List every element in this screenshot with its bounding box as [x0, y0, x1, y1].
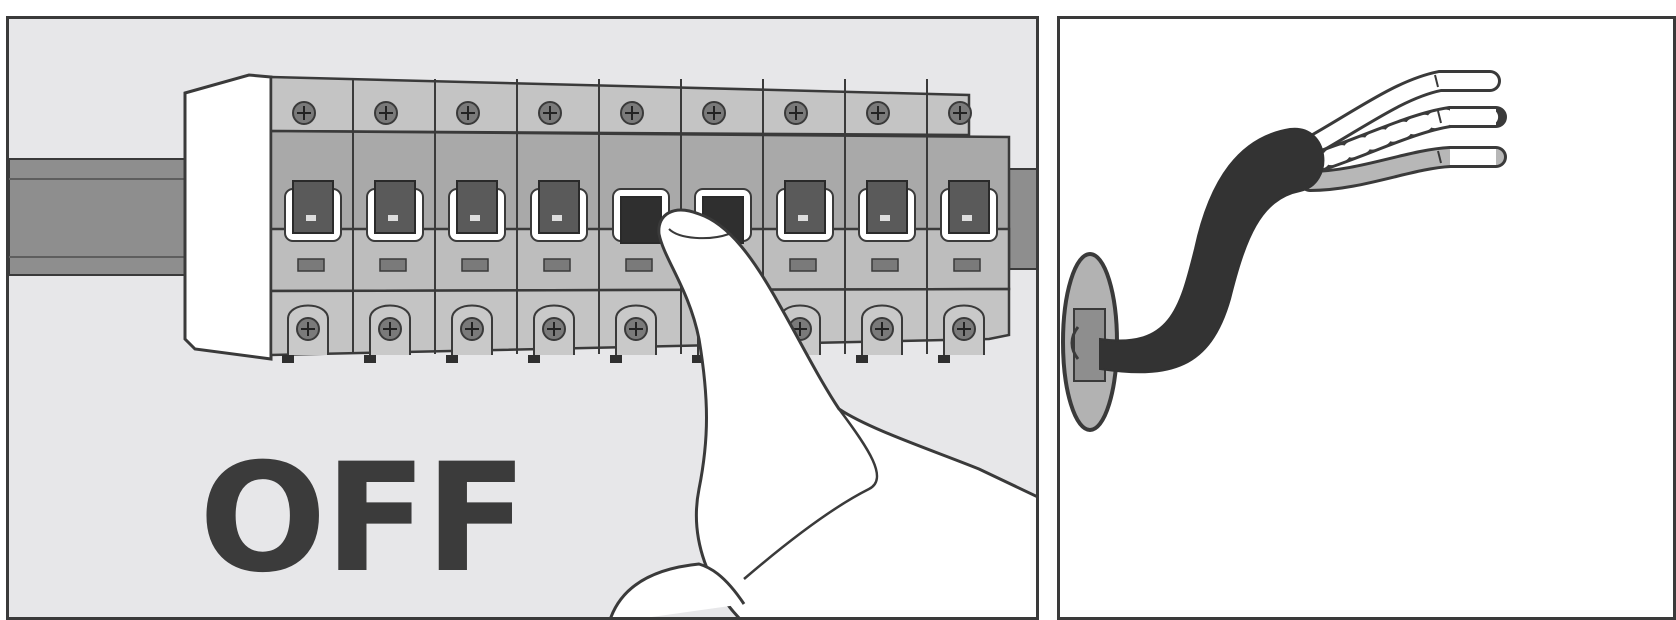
breaker-switch	[621, 197, 661, 243]
breaker-switch	[539, 181, 579, 233]
indicator-window	[298, 259, 324, 271]
indicator-window	[626, 259, 652, 271]
indicator-window	[954, 259, 980, 271]
breaker-switch	[949, 181, 989, 233]
end-cap	[185, 75, 271, 359]
indicator-window	[544, 259, 570, 271]
breaker-switch	[293, 181, 333, 233]
indicator-window	[872, 259, 898, 271]
breaker-panel-illustration: OFF	[6, 16, 1039, 620]
breaker-switch	[785, 181, 825, 233]
breaker-switch	[457, 181, 497, 233]
cable-illustration	[1057, 16, 1676, 620]
din-rail-right	[1009, 169, 1039, 269]
off-label: OFF	[199, 444, 525, 594]
top-terminal-strip	[271, 77, 969, 135]
breaker-switch	[867, 181, 907, 233]
indicator-window	[380, 259, 406, 271]
cable-svg	[1060, 19, 1676, 620]
indicator-window	[462, 259, 488, 271]
breaker-switch	[375, 181, 415, 233]
electrical-cable	[1100, 129, 1323, 373]
cable-wires	[1310, 75, 1496, 181]
indicator-window	[790, 259, 816, 271]
